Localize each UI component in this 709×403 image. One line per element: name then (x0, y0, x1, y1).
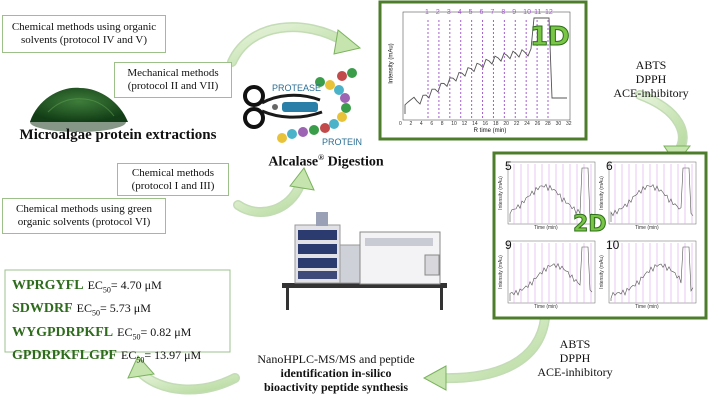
peptide-sequence: GPDRPKFLGPF (12, 348, 117, 364)
panel-xlabel: Time (min) (534, 304, 558, 310)
peptide-sequence: WYGPDRPKFL (12, 324, 114, 340)
xtick-label: 14 (472, 121, 478, 127)
panel-ylabel: Intensity (mAu) (497, 255, 504, 289)
fraction-label: 10 (523, 9, 531, 16)
badge-1d: 1D (530, 22, 571, 53)
fraction-label: 11 (534, 9, 542, 16)
fraction-label: 2 (435, 9, 440, 16)
xtick-label: 26 (534, 121, 541, 127)
panel-ylabel: Intensity (mAu) (598, 255, 605, 289)
peptide-results-frame (4, 269, 231, 353)
fraction-label: 12 (545, 9, 553, 16)
mechanical-methods-box: Mechanical methods (protocol II and VII) (114, 62, 232, 98)
xtick-label: 32 (566, 121, 572, 127)
panel-trace (610, 167, 694, 222)
xtick-label: 16 (482, 121, 489, 127)
xtick-label: 2 (409, 121, 413, 127)
registered-mark: ® (318, 153, 325, 162)
chromatogram-1d (378, 0, 588, 141)
assay-item: ABTS (559, 337, 591, 351)
nanohplc-ms-instrument-image (282, 212, 447, 310)
xtick-label: 0 (399, 121, 402, 127)
chromatogram-2d-group (492, 151, 708, 320)
extraction-title: Microalgae protein extractions (19, 127, 217, 143)
panel-number: 10 (606, 238, 620, 252)
panel-plot-area (507, 161, 596, 225)
protein-label: PROTEIN (322, 137, 363, 147)
xtick-label: 6 (430, 121, 434, 127)
assay-item: DPPH (635, 72, 667, 86)
peptide-ec50: EC50= 4.70 μM (87, 278, 162, 295)
panel-ylabel: Intensity (mAu) (598, 176, 605, 210)
panel-trace (610, 246, 694, 301)
digestion-suffix: Digestion (327, 154, 384, 170)
peptide-row: WYGPDRPKFL EC50= 0.82 μM (12, 323, 226, 346)
peptide-sequence: WPRGYFL (12, 278, 84, 293)
green-solvent-methods-box: Chemical methods using green organic sol… (2, 198, 166, 234)
assay-item: ACE-inhibitory (613, 86, 689, 100)
nanohplc-line-2: identification in-silico (280, 366, 392, 380)
protease-label: PROTEASE (272, 83, 322, 93)
xtick-label: 8 (440, 121, 444, 127)
xtick-label: 12 (461, 121, 468, 127)
peptide-ec50: EC50= 5.73 μM (76, 301, 151, 318)
nanohplc-caption: NanoHPLC-MS/MS and peptide identificatio… (236, 352, 436, 394)
fraction-label: 3 (446, 9, 451, 16)
xtick-label: 18 (492, 121, 499, 127)
protease-scissors-image (243, 68, 357, 143)
fraction-label: 7 (490, 9, 495, 16)
xtick-label: 24 (524, 121, 530, 127)
panel-xlabel: Time (min) (635, 225, 659, 231)
assay-list-2: ABTS DPPH ACE-inhibitory (520, 337, 630, 379)
panel-trace (509, 167, 593, 222)
nanohplc-line-3: bioactivity peptide synthesis (263, 380, 408, 394)
peptide-row: GPDRPKFLGPF EC50= 13.97 μM (12, 346, 226, 369)
protein-bead-chain (277, 68, 357, 143)
fraction-label: 5 (468, 9, 473, 16)
panel-xlabel: Time (min) (635, 304, 659, 310)
nanohplc-line-1: NanoHPLC-MS/MS and peptide (257, 352, 415, 366)
organic-solvent-methods-box: Chemical methods using organic solvents … (2, 15, 166, 53)
fraction-label: 6 (479, 9, 484, 16)
xtick-label: 20 (503, 121, 509, 127)
chrom-1d-ylabel: Intensity (mAu) (388, 43, 395, 84)
chemical-methods-box: Chemical methods (protocol I and III) (117, 163, 229, 196)
peptide-ec50: EC50= 0.82 μM (117, 324, 192, 342)
panel-trace (509, 246, 593, 301)
panel-number: 6 (606, 159, 613, 173)
xtick-label: 22 (513, 121, 520, 127)
peptide-ec50: EC50= 13.97 μM (121, 348, 202, 365)
panel-number: 5 (505, 159, 512, 173)
peptide-row: SDWDRF EC50= 5.73 μM (12, 299, 226, 322)
microalgae-powder-image (30, 87, 128, 132)
assay-list-1: ABTS DPPH ACE-inhibitory (596, 58, 706, 100)
assay-item: ABTS (635, 58, 667, 72)
peptide-results: WPRGYFL EC50= 4.70 μM SDWDRF EC50= 5.73 … (12, 276, 226, 370)
fraction-label: 9 (512, 9, 517, 16)
panel-ylabel: Intensity (mAu) (497, 176, 504, 210)
peptide-sequence: SDWDRF (12, 301, 73, 317)
panel-number: 9 (505, 238, 512, 252)
chrom-1d-xlabel: R time (min) (473, 128, 507, 134)
xtick-label: 30 (555, 121, 562, 127)
badge-2d: 2D (573, 212, 608, 238)
assay-item: ACE-inhibitory (537, 365, 613, 379)
peptide-row: WPRGYFL EC50= 4.70 μM (12, 276, 226, 299)
xtick-label: 28 (545, 121, 551, 127)
assay-item: DPPH (559, 351, 591, 365)
digestion-label: Alcalase® Digestion (256, 150, 396, 171)
xtick-label: 4 (419, 121, 423, 127)
arrow-head (333, 29, 362, 55)
fraction-label: 4 (457, 9, 462, 16)
panel-xlabel: Time (min) (534, 225, 558, 231)
fraction-label: 8 (501, 9, 506, 16)
xtick-label: 10 (451, 121, 457, 127)
fraction-label: 1 (425, 9, 429, 16)
digestion-enzyme-name: Alcalase (268, 154, 319, 170)
